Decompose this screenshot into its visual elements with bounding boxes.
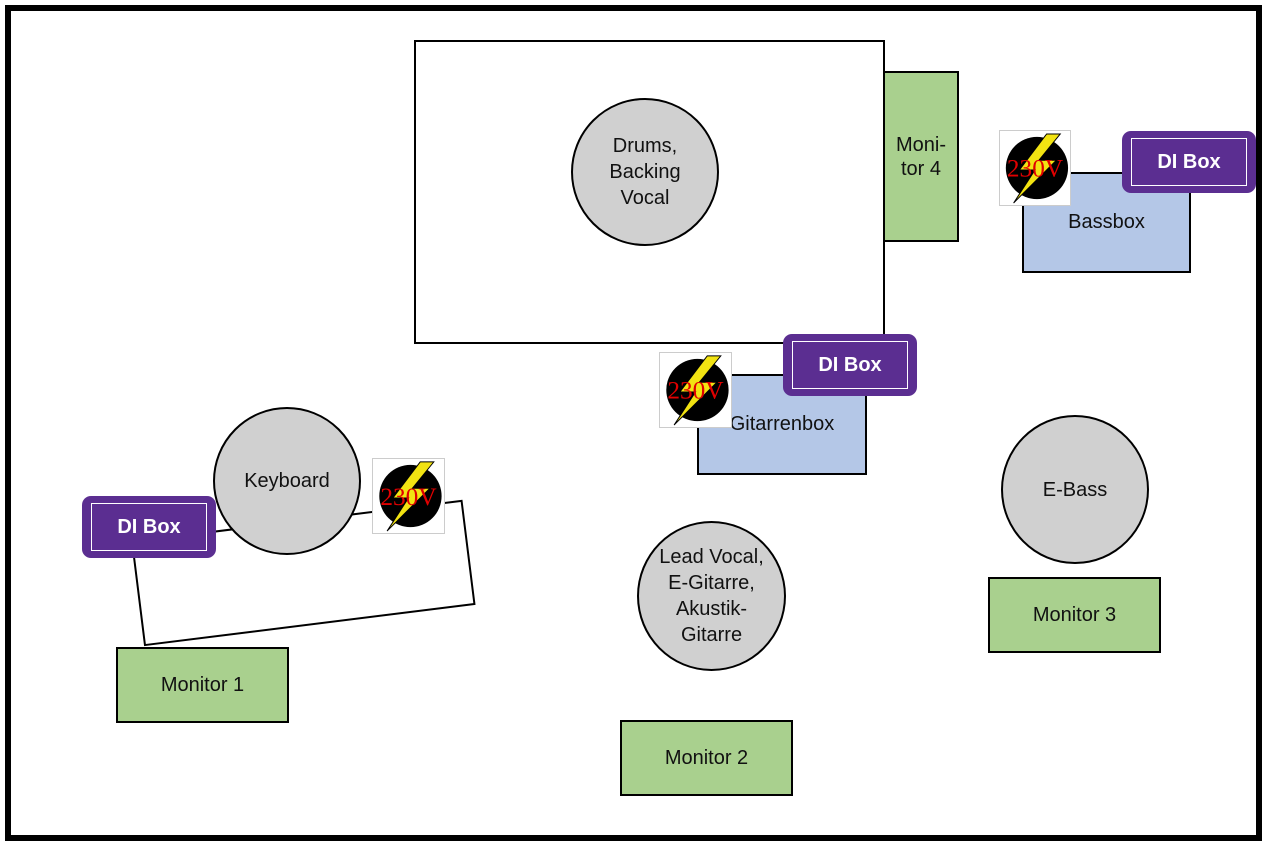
drums-position: Drums, Backing Vocal — [571, 98, 719, 246]
power-outlet-icon-graphic: 230V — [379, 461, 442, 532]
voltage-label: 230V — [380, 483, 436, 511]
voltage-label: 230V — [1007, 155, 1063, 183]
power-outlet-icon-graphic: 230V — [666, 355, 729, 426]
power-outlet-icon: 230V — [999, 130, 1071, 206]
ebass-position: E-Bass — [1001, 415, 1149, 564]
power-outlet-icon: 230V — [372, 458, 445, 534]
power-outlet-icon-graphic: 230V — [1005, 133, 1069, 204]
di-box-guitar: DI Box — [783, 334, 917, 396]
monitor-4: Moni- tor 4 — [883, 71, 959, 242]
monitor-2: Monitor 2 — [620, 720, 793, 796]
keyboard-position: Keyboard — [213, 407, 361, 555]
power-outlet-icon: 230V — [659, 352, 732, 428]
lead-vocal-position: Lead Vocal, E-Gitarre, Akustik- Gitarre — [637, 521, 786, 671]
di-box-label: DI Box — [792, 341, 908, 389]
di-box-label: DI Box — [91, 503, 207, 551]
voltage-label: 230V — [667, 377, 723, 405]
di-box-bass: DI Box — [1122, 131, 1256, 193]
di-box-keyboard: DI Box — [82, 496, 216, 558]
di-box-label: DI Box — [1131, 138, 1247, 186]
monitor-3: Monitor 3 — [988, 577, 1161, 653]
monitor-1: Monitor 1 — [116, 647, 289, 723]
